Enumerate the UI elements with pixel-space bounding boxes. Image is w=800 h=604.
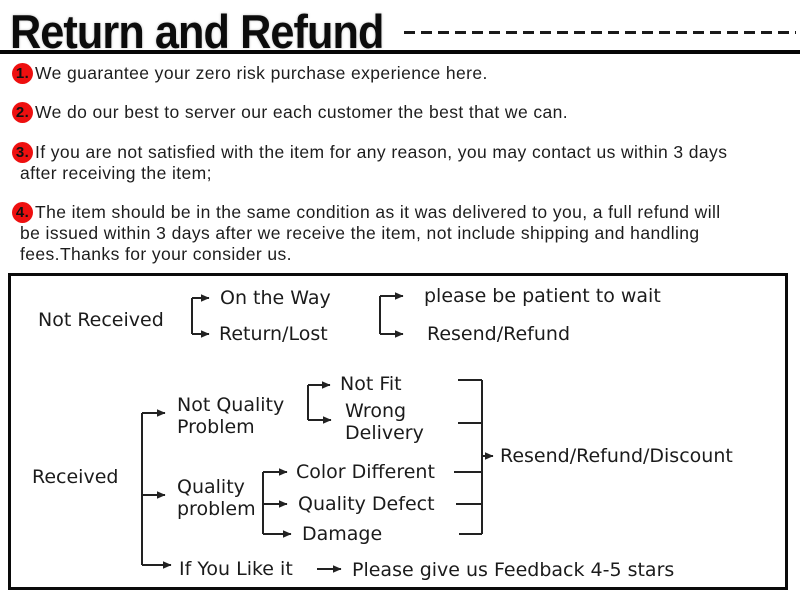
node-wrong-delivery: Wrong Delivery xyxy=(345,400,424,444)
node-not-received: Not Received xyxy=(38,309,164,331)
node-feedback: Please give us Feedback 4-5 stars xyxy=(352,559,675,581)
point-text: We do our best to server our each custom… xyxy=(35,102,569,123)
node-if-you-like-it: If You Like it xyxy=(179,558,293,580)
node-quality-defect: Quality Defect xyxy=(298,493,435,515)
point-number-badge: 1. xyxy=(12,63,33,84)
point-number-badge: 2. xyxy=(12,102,33,123)
policy-point-4: 4. The item should be in the same condit… xyxy=(12,202,721,264)
node-resend-refund-discount: Resend/Refund/Discount xyxy=(500,445,733,467)
node-on-the-way: On the Way xyxy=(220,287,331,309)
title-dashed-line xyxy=(404,31,796,34)
flowchart-frame xyxy=(8,273,788,590)
node-quality-problem: Quality problem xyxy=(177,476,256,520)
page-title: Return and Refund xyxy=(10,5,384,58)
policy-point-2: 2. We do our best to server our each cus… xyxy=(12,102,568,123)
node-received: Received xyxy=(32,466,119,488)
node-color-different: Color Different xyxy=(296,461,435,483)
point-text: If you are not satisfied with the item f… xyxy=(35,142,728,163)
policy-point-3: 3. If you are not satisfied with the ite… xyxy=(12,142,727,184)
point-text: be issued within 3 days after we receive… xyxy=(20,223,700,243)
point-text: after receiving the item; xyxy=(20,163,212,183)
header-divider-bar xyxy=(0,50,800,54)
node-resend-refund: Resend/Refund xyxy=(427,323,571,345)
node-return-lost: Return/Lost xyxy=(219,323,328,345)
policy-point-1: 1. We guarantee your zero risk purchase … xyxy=(12,63,488,84)
point-text: We guarantee your zero risk purchase exp… xyxy=(35,63,488,84)
node-not-fit: Not Fit xyxy=(340,373,402,395)
node-damage: Damage xyxy=(302,523,383,545)
node-please-wait: please be patient to wait xyxy=(424,285,661,307)
point-text: fees.Thanks for your consider us. xyxy=(20,243,292,264)
point-number-badge: 4. xyxy=(12,202,33,223)
node-not-quality-problem: Not Quality Problem xyxy=(177,394,285,438)
point-number-badge: 3. xyxy=(12,142,33,163)
point-text: The item should be in the same condition… xyxy=(35,202,721,223)
